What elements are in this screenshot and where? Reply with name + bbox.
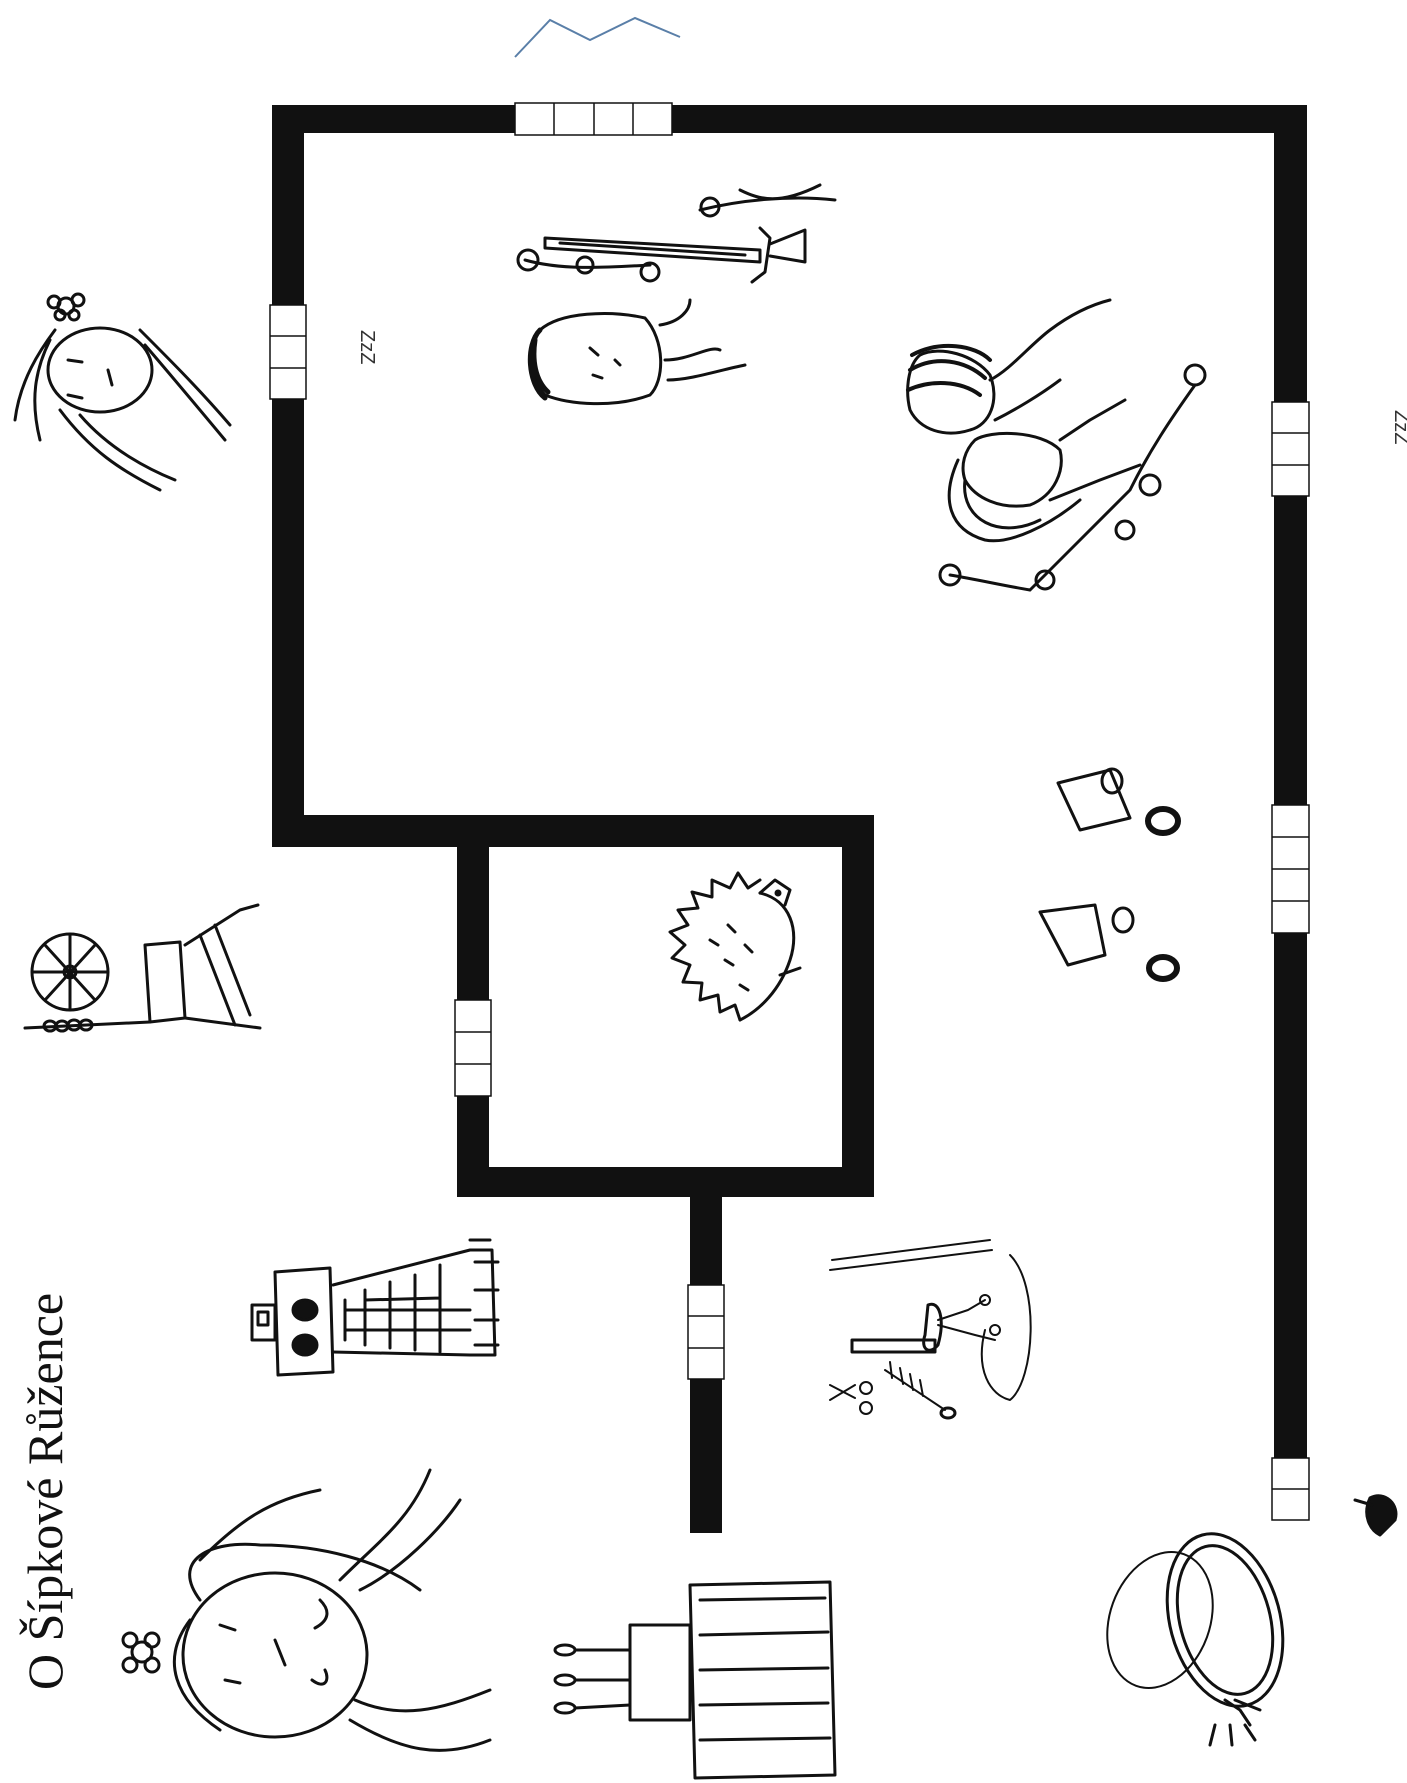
spinning-wheel-icon[interactable] xyxy=(25,905,260,1031)
wedding-rings-icon[interactable] xyxy=(1089,1521,1301,1745)
castle-tower-icon[interactable] xyxy=(252,1240,498,1375)
fairy-gift-scroll-icon[interactable] xyxy=(1040,769,1178,979)
prince-kissing-princess-icon[interactable] xyxy=(908,300,1205,590)
compass-arrow-icon xyxy=(515,18,680,57)
bell-icon[interactable] xyxy=(1355,1496,1396,1535)
wall-room-bottom xyxy=(272,815,874,847)
door-corridor[interactable] xyxy=(688,1285,724,1379)
wall-small-room-bottom xyxy=(457,1167,874,1197)
wall-small-room-right xyxy=(842,815,874,1197)
sword-with-roses-icon[interactable] xyxy=(518,185,835,282)
wall-top xyxy=(272,105,1307,133)
sleep-mark-room: ZzZ xyxy=(355,330,378,364)
door-small-room[interactable] xyxy=(455,1000,491,1096)
page-title: O Šípkové Růžence xyxy=(20,1293,70,1690)
sleeping-guard-icon[interactable] xyxy=(530,300,745,404)
window-left[interactable] xyxy=(270,305,306,399)
sleeping-princess-head-icon[interactable] xyxy=(15,294,230,490)
toiletries-icon[interactable] xyxy=(830,1240,1031,1418)
castle-walls xyxy=(272,105,1307,1533)
sleep-mark-outside: ZzZ xyxy=(1389,410,1407,444)
princess-head-icon[interactable] xyxy=(123,1470,490,1750)
wall-left-upper xyxy=(272,105,304,847)
window-right-1[interactable] xyxy=(1272,402,1309,496)
birthday-cake-icon[interactable] xyxy=(555,1582,835,1778)
hedgehog-icon[interactable] xyxy=(670,873,800,1020)
